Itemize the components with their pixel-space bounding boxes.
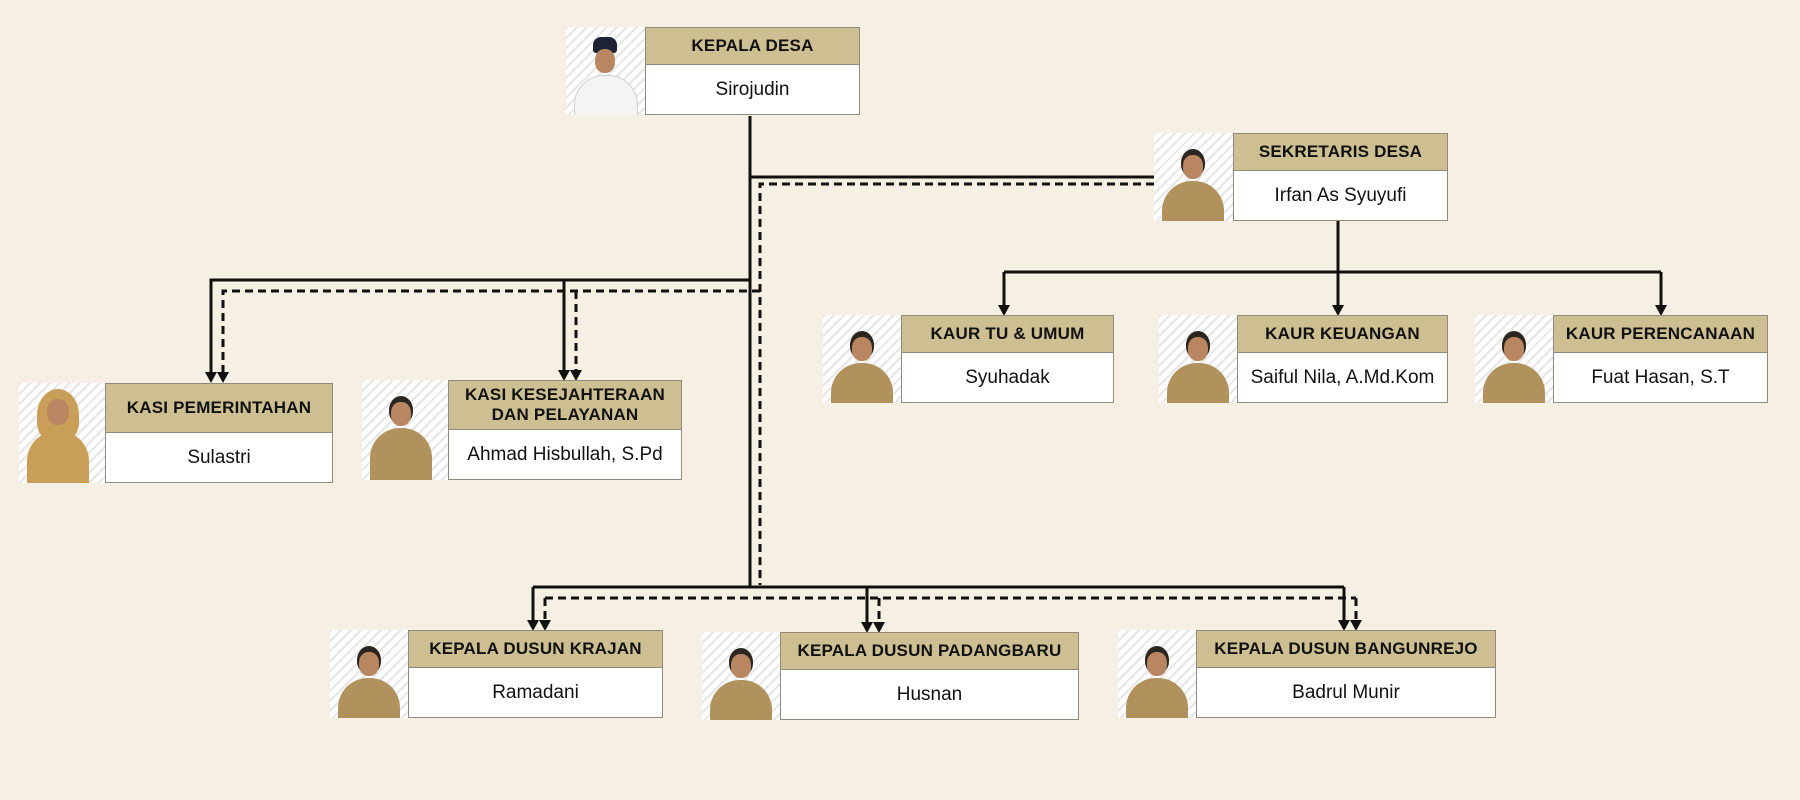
- staff-photo: [702, 632, 780, 720]
- staff-photo: [1154, 133, 1233, 221]
- link-sekdes-kasi-pem: [221, 289, 760, 372]
- position-title: KEPALA DUSUN KRAJAN: [409, 631, 662, 668]
- staff-photo: [362, 380, 448, 480]
- position-info: KEPALA DUSUN BANGUNREJO Badrul Munir: [1196, 630, 1496, 718]
- person-name: Ahmad Hisbullah, S.Pd: [467, 443, 663, 465]
- person-name: Sulastri: [187, 446, 251, 468]
- position-title: KASI PEMERINTAHAN: [106, 384, 332, 433]
- person-name: Saiful Nila, A.Md.Kom: [1250, 366, 1435, 388]
- staff-photo: [1118, 630, 1196, 718]
- position-card-kaur-keu: KAUR KEUANGAN Saiful Nila, A.Md.Kom: [1159, 315, 1448, 403]
- person-name: Badrul Munir: [1292, 681, 1400, 703]
- position-info: KAUR KEUANGAN Saiful Nila, A.Md.Kom: [1237, 315, 1448, 403]
- position-card-kadus-kra: KEPALA DUSUN KRAJAN Ramadani: [330, 630, 663, 718]
- position-card-kadus-pad: KEPALA DUSUN PADANGBARU Husnan: [702, 632, 1079, 720]
- position-title: KEPALA DUSUN PADANGBARU: [781, 633, 1078, 670]
- position-info: SEKRETARIS DESA Irfan As Syuyufi: [1233, 133, 1448, 221]
- position-info: KAUR PERENCANAAN Fuat Hasan, S.T: [1553, 315, 1768, 403]
- person-name: Husnan: [896, 683, 963, 705]
- person-name: Sirojudin: [715, 78, 790, 100]
- position-card-kasi-kes: KASI KESEJAHTERAAN DAN PELAYANAN Ahmad Hi…: [362, 380, 682, 480]
- person-name: Ramadani: [492, 681, 579, 703]
- position-card-kaur-ren: KAUR PERENCANAAN Fuat Hasan, S.T: [1475, 315, 1768, 403]
- position-card-sekdes: SEKRETARIS DESA Irfan As Syuyufi: [1154, 133, 1448, 221]
- position-card-kadus-ban: KEPALA DUSUN BANGUNREJO Badrul Munir: [1118, 630, 1496, 718]
- position-title: KAUR PERENCANAAN: [1554, 316, 1767, 353]
- position-card-kasi-pem: KASI PEMERINTAHAN Sulastri: [19, 383, 333, 483]
- staff-photo: [1475, 315, 1553, 403]
- position-title: KEPALA DUSUN BANGUNREJO: [1197, 631, 1495, 668]
- position-info: KEPALA DUSUN PADANGBARU Husnan: [780, 632, 1079, 720]
- arrow-dashed-kasi-pem: [217, 372, 229, 383]
- position-title: SEKRETARIS DESA: [1234, 134, 1447, 171]
- position-info: KEPALA DESA Sirojudin: [645, 27, 860, 115]
- position-info: KASI KESEJAHTERAAN DAN PELAYANAN Ahmad Hi…: [448, 380, 682, 480]
- position-info: KEPALA DUSUN KRAJAN Ramadani: [408, 630, 663, 718]
- staff-photo-hijab: [19, 383, 105, 483]
- official-uniform-photo: [566, 27, 645, 115]
- person-name: Irfan As Syuyufi: [1274, 184, 1407, 206]
- staff-photo: [330, 630, 408, 718]
- arrow-solid-kasi-pem: [205, 372, 217, 383]
- position-title: KAUR KEUANGAN: [1238, 316, 1447, 353]
- position-info: KAUR TU & UMUM Syuhadak: [901, 315, 1114, 403]
- staff-photo: [1159, 315, 1237, 403]
- position-title: KASI KESEJAHTERAAN DAN PELAYANAN: [449, 381, 681, 430]
- position-card-kades: KEPALA DESA Sirojudin: [566, 27, 860, 115]
- person-name: Syuhadak: [965, 366, 1050, 388]
- position-card-kaur-tu: KAUR TU & UMUM Syuhadak: [823, 315, 1114, 403]
- position-info: KASI PEMERINTAHAN Sulastri: [105, 383, 333, 483]
- position-title: KEPALA DESA: [646, 28, 859, 65]
- link-kades-kasi-pem: [209, 278, 750, 372]
- position-title: KAUR TU & UMUM: [902, 316, 1113, 353]
- person-name: Fuat Hasan, S.T: [1591, 366, 1730, 388]
- staff-photo: [823, 315, 901, 403]
